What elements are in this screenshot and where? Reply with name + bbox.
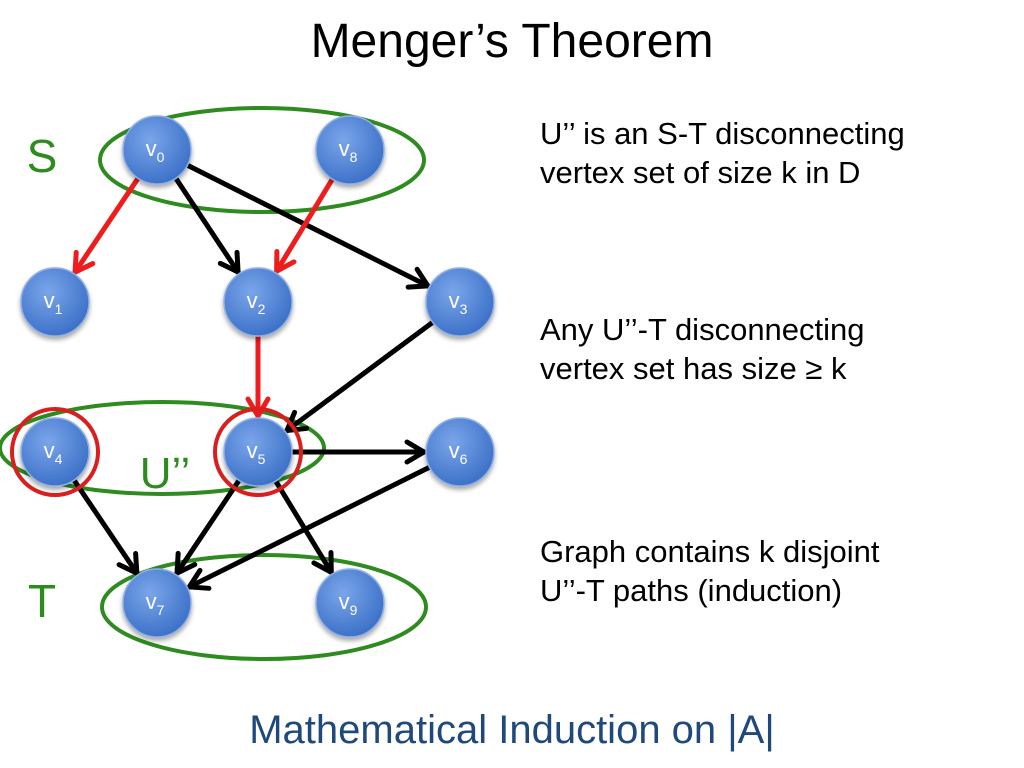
edges [69, 160, 439, 591]
group-label-u: U’’ [140, 449, 191, 498]
node-label-v0: v0 [146, 136, 165, 165]
node-v5: v5 [223, 417, 293, 487]
note-2-line-2: vertex set has size ≥ k [540, 351, 847, 386]
node-v6: v6 [425, 417, 495, 487]
node-label-v5: v5 [247, 438, 266, 467]
slide-title: Menger’s Theorem [310, 15, 714, 68]
group-ellipses [0, 106, 428, 661]
node-v2: v2 [223, 267, 293, 337]
node-label-v8: v8 [339, 136, 358, 165]
note-3-line-2: U’’-T paths (induction) [540, 573, 843, 608]
note-2: Any U’’-T disconnecting vertex set has s… [540, 310, 1020, 388]
edge-v2-v5 [245, 329, 271, 419]
node-label-v7: v7 [146, 589, 165, 618]
node-label-v1: v1 [44, 288, 63, 317]
note-3: Graph contains k disjoint U’’-T paths (i… [540, 532, 1020, 610]
group-labels: S U’’ T [27, 130, 191, 627]
highlight-circle-v4 [10, 407, 100, 497]
edge-v8-v2 [274, 173, 338, 274]
edge-v4-v7 [69, 474, 140, 576]
node-label-v6: v6 [449, 438, 468, 467]
highlight-circle-v5 [213, 407, 303, 497]
note-1-line-1: U’’ is an S-T disconnecting [540, 116, 905, 151]
group-label-s: S [27, 130, 58, 182]
node-label-v9: v9 [339, 589, 358, 618]
edge-v6-v7 [186, 462, 436, 591]
note-1: U’’ is an S-T disconnecting vertex set o… [540, 114, 1020, 192]
node-v9: v9 [315, 568, 385, 638]
edge-v5-v9 [271, 475, 334, 575]
group-ellipse-t [100, 553, 428, 661]
edge-v0-v1 [72, 172, 143, 275]
node-label-v2: v2 [247, 288, 266, 317]
node-label-v4: v4 [44, 438, 63, 467]
group-ellipse-u [0, 400, 326, 496]
slide-footer: Mathematical Induction on |A| [249, 708, 775, 752]
note-3-line-1: Graph contains k disjoint [540, 534, 880, 569]
node-label-v3: v3 [449, 288, 468, 317]
node-v7: v7 [122, 568, 192, 638]
node-v0: v0 [122, 115, 192, 185]
note-2-line-1: Any U’’-T disconnecting [540, 312, 865, 347]
group-label-t: T [28, 575, 56, 627]
node-v1: v1 [20, 267, 90, 337]
highlight-circles [10, 407, 303, 497]
edge-v5-v6 [285, 439, 427, 465]
edge-v0-v2 [171, 172, 241, 275]
node-v4: v4 [20, 417, 90, 487]
edge-v5-v7 [174, 474, 244, 576]
group-ellipse-s [98, 106, 426, 214]
note-1-line-2: vertex set of size k in D [540, 155, 861, 190]
edge-v3-v5 [284, 317, 439, 434]
nodes: v0 v8 v1 v2 v3 v4 v5 v6 v7 v9 [20, 115, 495, 638]
node-v3: v3 [425, 267, 495, 337]
node-v8: v8 [315, 115, 385, 185]
